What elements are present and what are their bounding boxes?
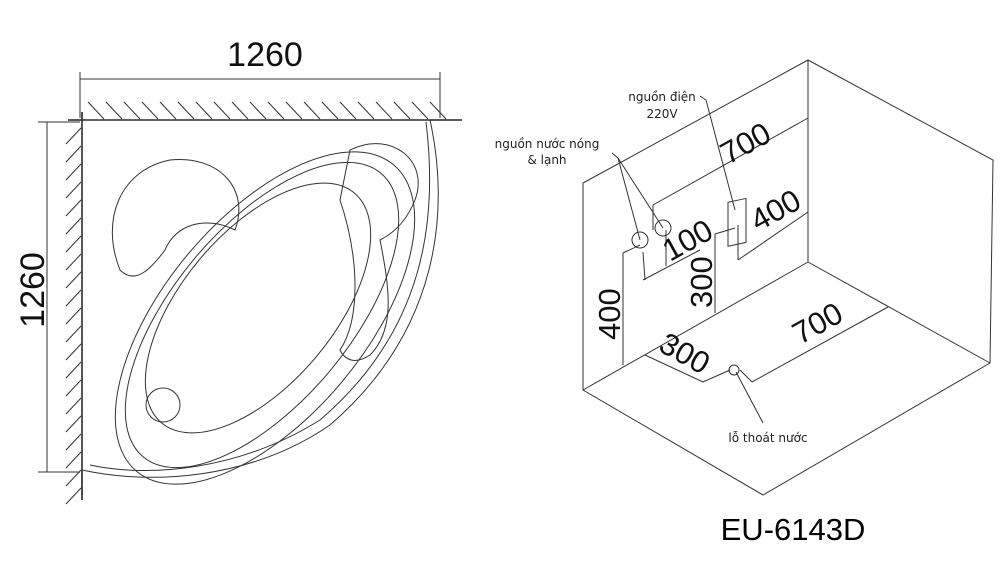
- power-socket: [727, 197, 747, 247]
- drain-hole: [728, 364, 740, 376]
- model-number: EU-6143D: [721, 512, 866, 547]
- hatch-mark: [303, 101, 321, 120]
- hatch-mark: [65, 289, 82, 307]
- hatch-mark: [105, 101, 123, 120]
- hatch-mark: [375, 101, 393, 120]
- headrest-right: [339, 143, 419, 361]
- hatch-mark: [195, 101, 213, 120]
- room-box: [582, 59, 994, 496]
- dim-top-700: 700: [714, 115, 776, 171]
- width-label: 1260: [227, 36, 303, 74]
- hatch-mark: [357, 101, 375, 120]
- top-wall-hatch: [68, 101, 462, 121]
- water-label-line2: & lạnh: [527, 153, 566, 167]
- hatch-mark: [213, 101, 231, 120]
- hatch-mark: [65, 235, 82, 253]
- hatch-mark: [65, 217, 82, 235]
- hatch-mark: [87, 101, 105, 120]
- hatch-mark: [429, 101, 447, 120]
- hatch-mark: [393, 101, 411, 120]
- hatch-mark: [65, 145, 82, 163]
- hatch-mark: [65, 163, 82, 181]
- hatch-mark: [339, 101, 357, 120]
- bathtub-outline: [81, 119, 439, 485]
- power-label-line1: nguồn điện: [628, 90, 696, 104]
- hatch-mark: [321, 101, 339, 120]
- hatch-mark: [65, 487, 82, 505]
- dimension-lines: [622, 117, 889, 383]
- dim-pipe-height-400: 400: [592, 288, 627, 340]
- drain-label: lỗ thoát nước: [728, 431, 807, 445]
- plan-view: 1260 1260: [14, 36, 462, 505]
- hatch-mark: [65, 397, 82, 415]
- dim-outlet-400: 400: [744, 182, 806, 238]
- hatch-mark: [141, 101, 159, 120]
- hatch-mark: [65, 325, 82, 343]
- hatch-mark: [65, 253, 82, 271]
- hot-pipe-outlet: [654, 219, 672, 237]
- hatch-mark: [159, 101, 177, 120]
- power-label-line2: 220V: [646, 107, 678, 121]
- hatch-mark: [65, 307, 82, 325]
- depth-label: 1260: [14, 252, 52, 328]
- hatch-mark: [65, 433, 82, 451]
- headrest-left: [111, 159, 240, 277]
- hatch-mark: [231, 101, 249, 120]
- hatch-mark: [65, 451, 82, 469]
- hatch-mark: [65, 271, 82, 289]
- hatch-mark: [267, 101, 285, 120]
- dim-floor-300: 300: [654, 326, 716, 382]
- hatch-mark: [177, 101, 195, 120]
- hatch-mark: [65, 127, 82, 145]
- depth-dimension: 1260: [14, 121, 80, 473]
- install-view: nguồn điện 220V nguồn nước nóng & lạnh l…: [495, 59, 994, 496]
- dim-floor-700: 700: [786, 295, 848, 351]
- hatch-mark: [123, 101, 141, 120]
- cold-pipe-outlet: [631, 231, 649, 249]
- hatch-mark: [65, 181, 82, 199]
- left-wall-hatch: [65, 112, 83, 505]
- hatch-mark: [65, 469, 82, 487]
- water-label-line1: nguồn nước nóng: [495, 137, 600, 151]
- hatch-mark: [65, 415, 82, 433]
- leader-lines: [611, 95, 764, 424]
- hatch-mark: [249, 101, 267, 120]
- hatch-mark: [411, 101, 429, 120]
- hatch-mark: [65, 361, 82, 379]
- hatch-mark: [65, 379, 82, 397]
- hatch-mark: [65, 343, 82, 361]
- hatch-mark: [65, 199, 82, 217]
- hatch-mark: [285, 101, 303, 120]
- dim-outlet-height-300: 300: [684, 256, 719, 308]
- width-dimension: 1260: [79, 36, 441, 118]
- drain-circle: [145, 387, 181, 423]
